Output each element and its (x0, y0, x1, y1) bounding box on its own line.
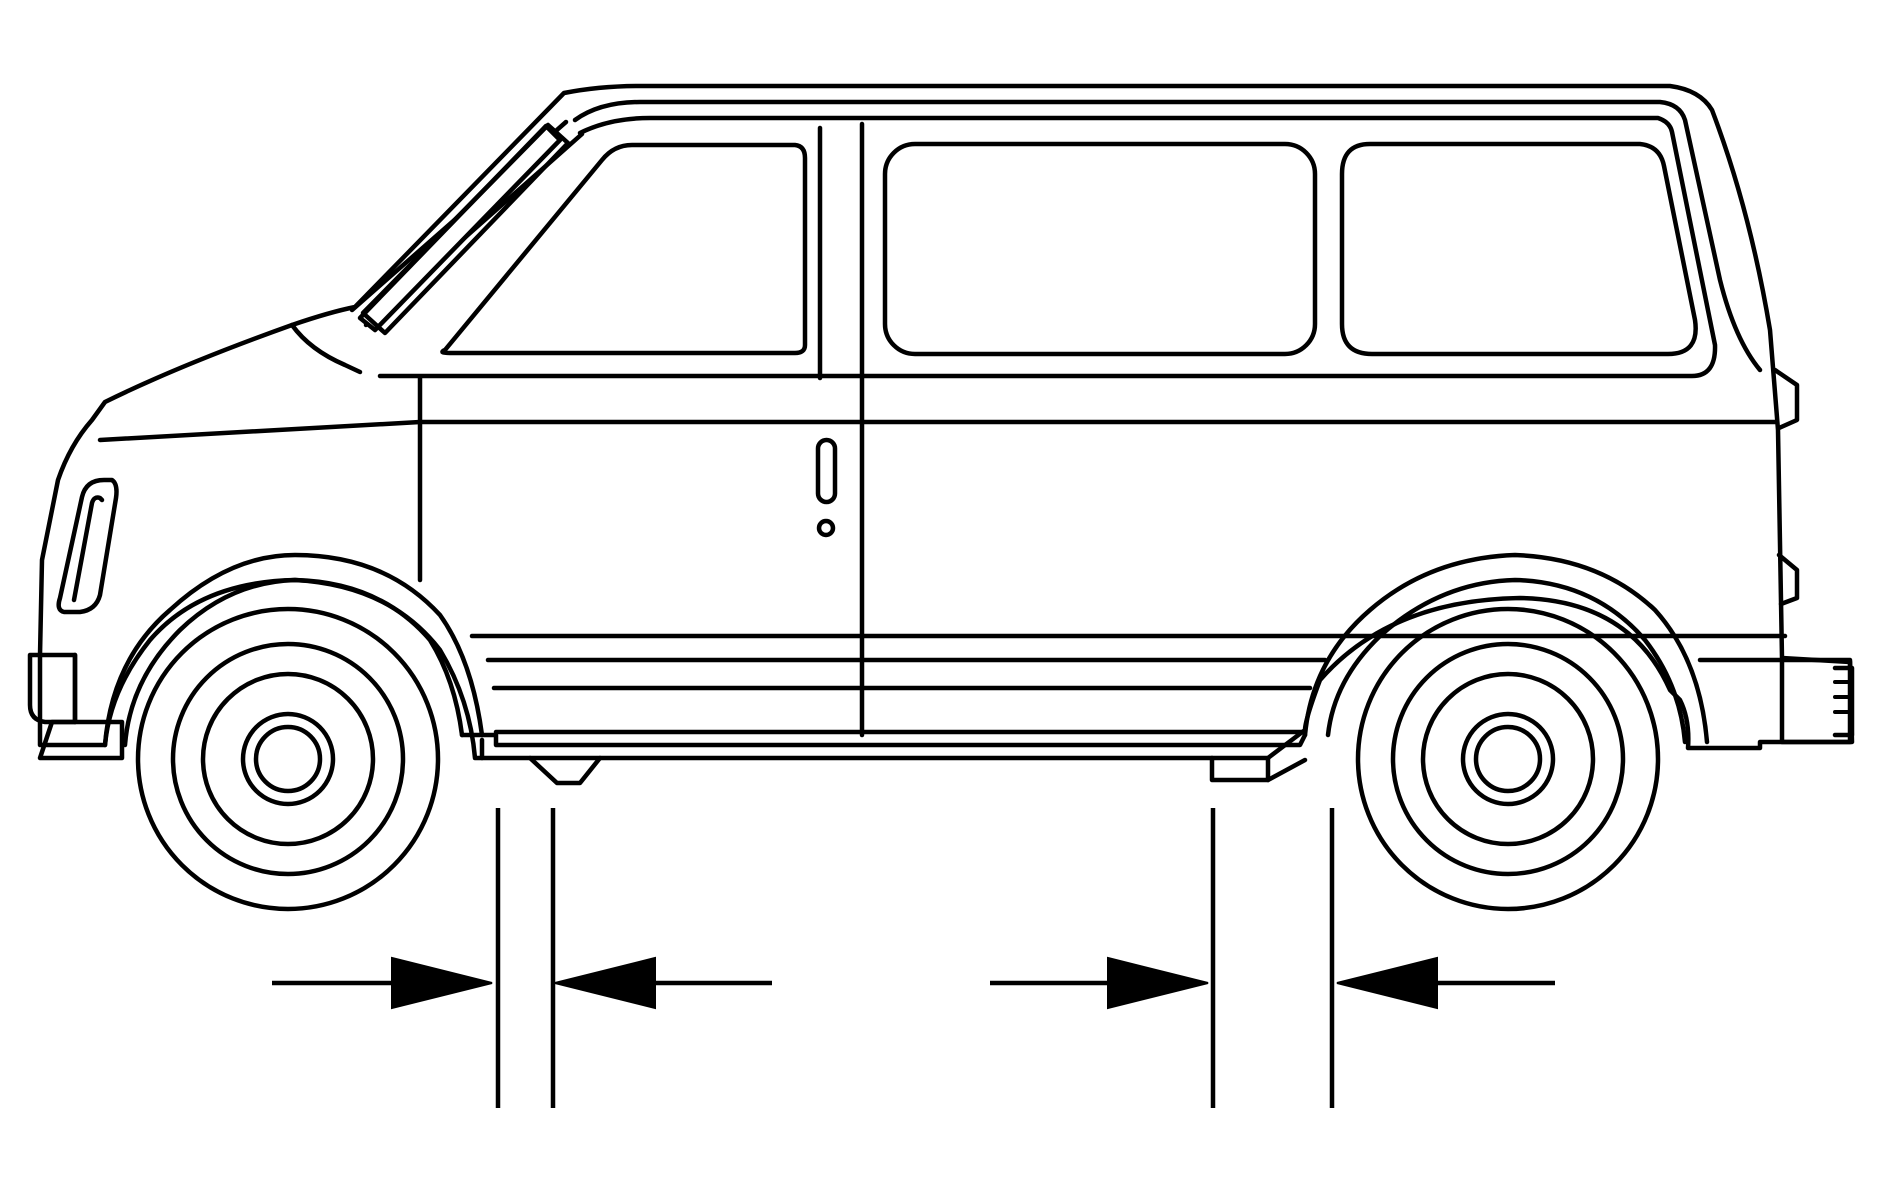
rear-jack-point (1209, 755, 1271, 783)
roof-gutter (377, 115, 1718, 379)
sill (459, 732, 1308, 748)
rear-rim-hub (1460, 711, 1556, 807)
front-jack-point (527, 755, 603, 786)
rear-bumper-step (1832, 665, 1855, 738)
front-tire-inner (170, 641, 406, 877)
front-tire-outer (135, 606, 441, 912)
roof-inner-line (572, 99, 1763, 373)
door-handle (815, 437, 838, 538)
jack-points (527, 755, 1308, 786)
front-bumper-lower (37, 719, 125, 761)
front-bumper (27, 652, 78, 725)
hood-edge (97, 419, 423, 443)
rear-bumper (1779, 657, 1855, 745)
rear-tire-outer (1355, 606, 1661, 912)
windows (440, 141, 1698, 357)
rear-side-window (1339, 141, 1698, 357)
front-details (27, 477, 125, 761)
front-arrow-left-head (391, 956, 493, 1010)
hood-line (289, 322, 363, 375)
door-lock (816, 518, 836, 538)
rear-rim-center (1473, 724, 1543, 794)
front-arrow-right-head (554, 956, 656, 1010)
front-wheel (135, 606, 441, 912)
middle-window (882, 141, 1318, 357)
rear-dimension (990, 808, 1555, 1108)
rear-arrow-left-head (1107, 956, 1209, 1010)
rear-tail-lamp-upper (1772, 367, 1800, 431)
rear-rim-outer (1420, 671, 1596, 847)
door-handle-slot (815, 437, 838, 505)
rear-tail-lamp-lower (1776, 552, 1800, 607)
front-wheel-arch-inner (122, 577, 465, 748)
windshield-wiper (360, 122, 571, 336)
rear-wheel-arch-inner (1325, 577, 1688, 745)
van-body (37, 83, 1853, 761)
rear-arrow-right-head (1336, 956, 1438, 1010)
front-rim-outer (200, 671, 376, 847)
rear-wheel-arch-outer (1302, 552, 1710, 745)
front-door-window (440, 142, 808, 356)
rear-wheel (1355, 606, 1661, 912)
front-rim-center (253, 724, 323, 794)
front-rim-hub (240, 711, 336, 807)
windshield-glass (357, 123, 563, 333)
front-dimension (272, 808, 772, 1108)
front-wheel-arch-outer (102, 552, 485, 748)
rear-details (1772, 367, 1855, 745)
headlamp-outer (56, 477, 119, 615)
rear-tire-inner (1390, 641, 1626, 877)
headlamp-inner (71, 495, 105, 603)
rear-jack-point-flange (1265, 757, 1308, 783)
